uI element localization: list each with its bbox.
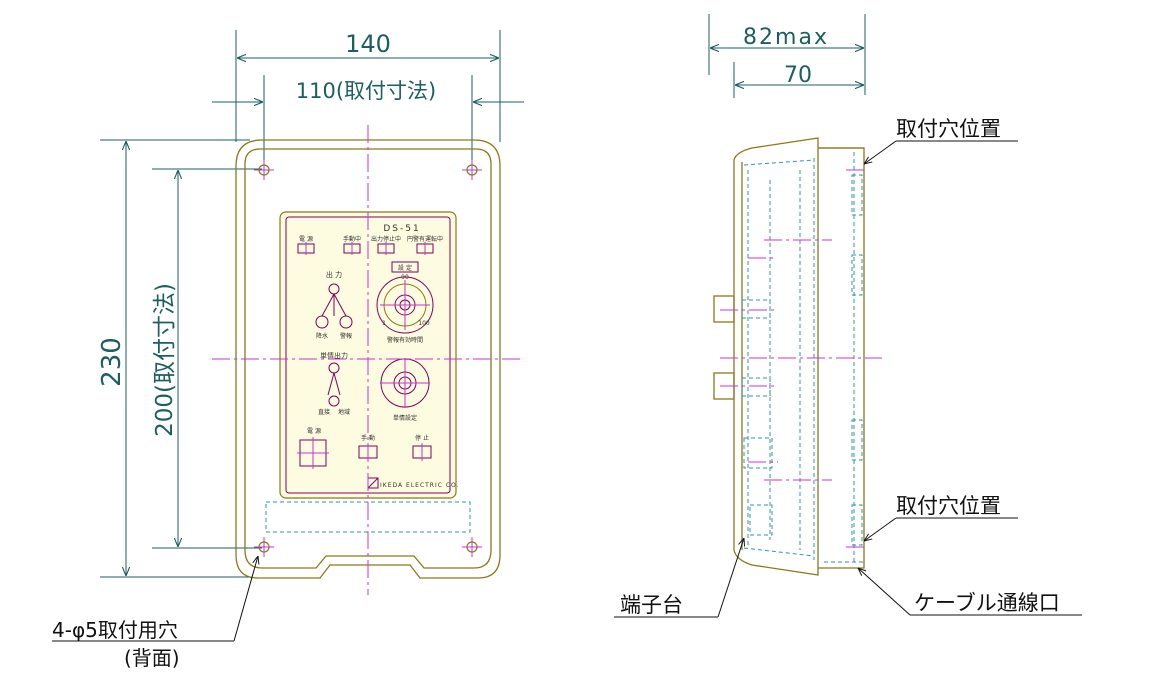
indicator-lamps bbox=[297, 242, 434, 255]
callout-cable-entry-text: ケーブル通線口 bbox=[914, 591, 1060, 615]
callout-hole-lower: 取付穴位置 bbox=[864, 494, 1018, 541]
front-panel: DS-51 電 源 手動中 出力停止中 円警有運転中 出 力 降水 bbox=[279, 211, 459, 499]
callout-cable-entry: ケーブル通線口 bbox=[858, 568, 1082, 616]
dim-mount-width-text: 110(取付寸法) bbox=[296, 79, 436, 103]
hole-note-line2: (背面) bbox=[124, 646, 180, 670]
panel-label-manual: 手動中 bbox=[343, 235, 361, 243]
callout-terminal-block-text: 端子台 bbox=[620, 593, 683, 617]
dim-max-depth-text: 82max bbox=[743, 25, 829, 50]
dim-depth: 70 bbox=[733, 62, 864, 98]
front-view: 140 110(取付寸法) 230 200(取付寸法) bbox=[52, 30, 524, 670]
dim-mount-width: 110(取付寸法) bbox=[212, 75, 524, 168]
side-hidden-lines bbox=[741, 152, 864, 563]
panel-label-stop-switch: 停 止 bbox=[415, 434, 429, 442]
dial-1 bbox=[376, 276, 434, 334]
panel-model: DS-51 bbox=[383, 224, 420, 234]
dim-total-height: 230 bbox=[97, 139, 250, 578]
panel-label-sector: 地域 bbox=[338, 408, 350, 416]
panel-label-power-switch: 電 源 bbox=[307, 427, 321, 435]
side-center-lines bbox=[720, 169, 882, 548]
hole-note-line1: 4-φ5取付用穴 bbox=[52, 618, 178, 642]
dial-1-label: 警報有効時間 bbox=[387, 336, 423, 344]
dim-total-width-text: 140 bbox=[345, 30, 391, 58]
dim-max-depth: 82max bbox=[708, 14, 866, 95]
callout-hole-upper: 取付穴位置 bbox=[864, 117, 1018, 164]
side-body-outline bbox=[713, 137, 865, 576]
callout-hole-upper-text: 取付穴位置 bbox=[896, 117, 1001, 141]
enclosure-outline bbox=[235, 139, 501, 579]
output-indicator-tree bbox=[315, 283, 353, 329]
hole-center-marks bbox=[254, 160, 482, 557]
panel-label-rain: 降水 bbox=[316, 332, 328, 340]
dim-mount-height: 200(取付寸法) bbox=[152, 168, 262, 549]
panel-label-cmd-output: 単情出力 bbox=[320, 351, 348, 360]
dim-total-height-text: 230 bbox=[97, 337, 127, 387]
callout-terminal-block: 端子台 bbox=[614, 538, 744, 618]
callout-hole-lower-text: 取付穴位置 bbox=[896, 494, 1001, 518]
panel-label-warn: 警報 bbox=[340, 332, 352, 340]
cmd-output-indicator bbox=[327, 362, 341, 407]
dial-1-top: 90 bbox=[401, 274, 409, 281]
panel-label-output: 出 力 bbox=[326, 270, 342, 279]
dial-2 bbox=[380, 358, 430, 408]
hole-note-leader: 4-φ5取付用穴 (背面) bbox=[52, 556, 258, 670]
panel-label-setting: 設 定 bbox=[398, 264, 412, 272]
panel-label-alarm-run: 円警有運転中 bbox=[407, 235, 443, 243]
dial-2-label: 単情設定 bbox=[393, 414, 417, 422]
dial-1-right: 100 bbox=[418, 320, 430, 327]
panel-label-direct: 直接 bbox=[318, 408, 330, 416]
dim-depth-text: 70 bbox=[784, 63, 812, 88]
side-view: 82max 70 bbox=[614, 14, 1082, 618]
dim-mount-height-text: 200(取付寸法) bbox=[152, 283, 178, 437]
dim-total-width: 140 bbox=[235, 30, 501, 142]
dial-1-left: 1 bbox=[382, 320, 386, 327]
panel-label-power: 電 源 bbox=[299, 235, 313, 243]
front-center-lines bbox=[212, 125, 522, 595]
maker-name: IKEDA ELECTRIC CO. bbox=[380, 482, 459, 489]
panel-label-output-stop: 出力停止中 bbox=[371, 235, 401, 243]
